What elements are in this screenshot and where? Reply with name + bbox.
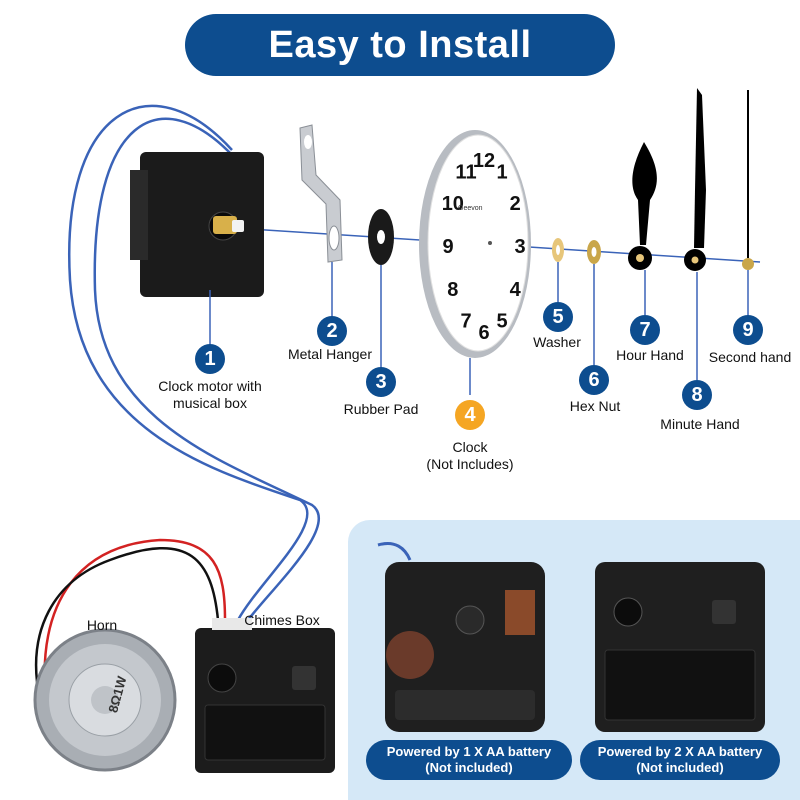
clock-number: 3 [514, 236, 525, 258]
label-hour-hand: Hour Hand [616, 347, 684, 363]
metal-hanger [299, 124, 343, 263]
caption-double-battery-line1: Powered by 2 X AA battery [597, 744, 763, 759]
double-aa-motor [595, 562, 765, 732]
washer [552, 238, 564, 262]
label-horn: Horn [86, 617, 118, 633]
hour-hand [628, 142, 657, 270]
label-rubber-pad: Rubber Pad [343, 401, 419, 417]
clock-brand: Geevon [458, 205, 483, 212]
badge-4: 4 [455, 400, 485, 430]
clock-number: 7 [460, 310, 471, 332]
clock-motor [130, 152, 264, 297]
clock-number: 1 [496, 162, 507, 184]
badge-1: 1 [195, 344, 225, 374]
label-chimes-box: Chimes Box [244, 612, 320, 628]
clock-number: 4 [510, 279, 522, 301]
badge-2: 2 [317, 316, 347, 346]
rubber-pad [368, 209, 394, 265]
clock-number: 12 [473, 150, 495, 172]
clock-number: 2 [510, 193, 521, 215]
badge-7: 7 [630, 315, 660, 345]
caption-double-battery: Powered by 2 X AA battery (Not included) [580, 740, 780, 780]
label-hex-nut: Hex Nut [569, 398, 621, 414]
label-metal-hanger: Metal Hanger [287, 346, 373, 362]
badge-5: 5 [543, 302, 573, 332]
label-second-hand: Second hand [708, 349, 792, 365]
page-title: Easy to Install [185, 14, 615, 76]
label-minute-hand: Minute Hand [660, 416, 740, 432]
minute-hand [684, 88, 706, 271]
horn-speaker [33, 628, 177, 772]
second-hand [742, 90, 754, 270]
single-aa-motor [377, 542, 545, 732]
clock-number: 8 [447, 279, 458, 301]
clock-number: 10 [442, 193, 464, 215]
black-wire [35, 547, 220, 701]
red-wire [43, 538, 227, 691]
clock-number: 5 [496, 310, 507, 332]
blue-wire-2 [93, 117, 321, 621]
clock-number: 6 [478, 322, 489, 344]
badge-3: 3 [366, 367, 396, 397]
hex-nut [587, 240, 601, 264]
caption-single-battery-line1: Powered by 1 X AA battery [386, 744, 552, 759]
clock-face [419, 130, 531, 358]
blue-wire [67, 104, 309, 621]
chimes-box [195, 618, 335, 773]
label-clock: Clock (Not Includes) [426, 439, 514, 472]
caption-single-battery: Powered by 1 X AA battery (Not included) [366, 740, 572, 780]
badge-9: 9 [733, 315, 763, 345]
caption-double-battery-line2: (Not included) [636, 760, 724, 775]
label-washer: Washer [533, 334, 581, 350]
badge-6: 6 [579, 365, 609, 395]
label-clock-motor: Clock motor with musical box [158, 378, 262, 411]
clock-number: 11 [455, 162, 476, 184]
badge-8: 8 [682, 380, 712, 410]
clock-number: 9 [442, 236, 453, 258]
caption-single-battery-line2: (Not included) [425, 760, 513, 775]
